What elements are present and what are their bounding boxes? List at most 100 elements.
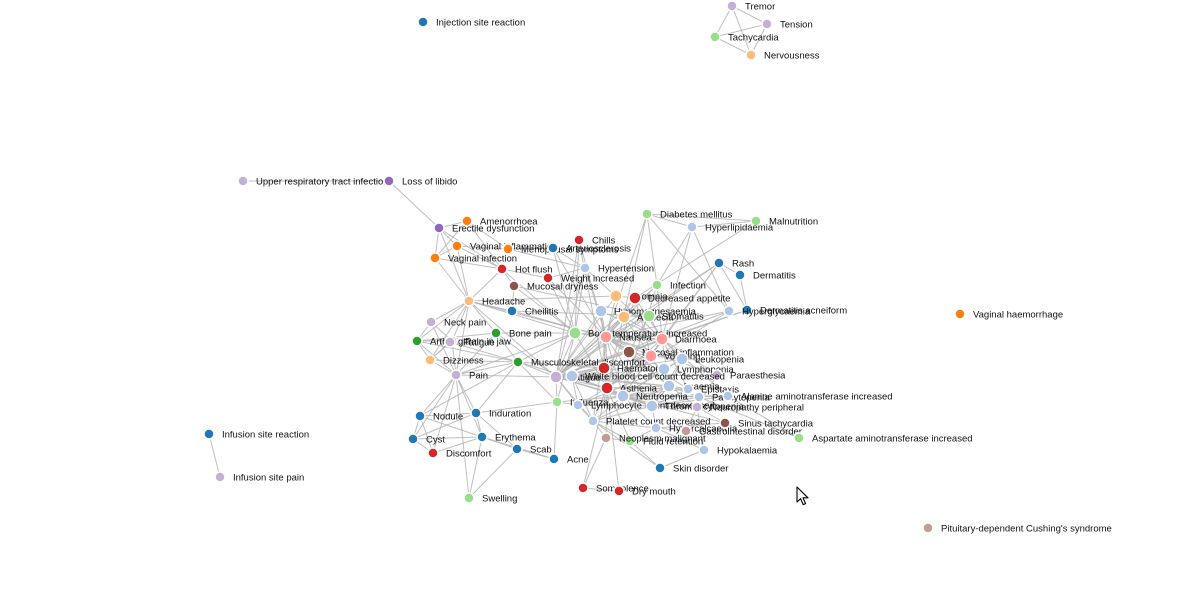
node-vaginal-infection[interactable]: Vaginal infection [429, 252, 517, 265]
node-cyst[interactable]: Cyst [407, 433, 445, 446]
node-circle-stomatitis[interactable] [642, 309, 656, 323]
node-circle-nervousness[interactable] [745, 49, 757, 61]
node-neuropathy-peripheral[interactable]: Neuropathy peripheral [691, 401, 804, 414]
node-circle-neoplasm-malignant[interactable] [600, 432, 612, 444]
node-scab[interactable]: Scab [511, 443, 552, 456]
node-alanine-aminotransferase-increased[interactable]: Alanine aminotransferase increased [722, 390, 893, 403]
node-circle-paraesthesia[interactable] [711, 369, 723, 381]
node-circle-alanine-aminotransferase-increased[interactable] [722, 390, 734, 402]
node-stomatitis[interactable]: Stomatitis [642, 309, 704, 323]
node-circle-menopausal-symptoms[interactable] [502, 243, 514, 255]
node-circle-erectile-dysfunction[interactable] [433, 222, 445, 234]
node-circle-dizziness[interactable] [424, 354, 436, 366]
node-cheilitis[interactable]: Cheilitis [506, 305, 559, 318]
node-amenorrhoea[interactable]: Amenorrhoea [461, 215, 538, 228]
node-circle-lymphocyte-count-decreased[interactable] [572, 399, 584, 411]
node-injection-site-reaction[interactable]: Injection site reaction [417, 16, 525, 29]
node-circle-swelling[interactable] [463, 492, 475, 504]
node-circle-body-temperature-increased[interactable] [568, 326, 582, 340]
node-circle-decreased-appetite[interactable] [628, 291, 642, 305]
node-circle-erythema[interactable] [476, 431, 488, 443]
node-hyperlipidaemia[interactable]: Hyperlipidaemia [686, 221, 774, 234]
node-alopecia[interactable]: Alopecia [617, 310, 674, 324]
node-circle-aspartate-aminotransferase-increased[interactable] [793, 432, 805, 444]
node-circle-tremor[interactable] [726, 0, 738, 12]
node-circle-loss-of-libido[interactable] [383, 175, 395, 187]
node-circle-infusion-site-reaction[interactable] [203, 428, 215, 440]
node-circle-nodule[interactable] [414, 410, 426, 422]
node-circle-asthenia[interactable] [600, 381, 614, 395]
node-circle-somnolence[interactable] [577, 482, 589, 494]
node-mucosal-inflammation[interactable]: Mucosal inflammation [622, 345, 734, 359]
node-neoplasm-malignant[interactable]: Neoplasm malignant [600, 432, 706, 445]
node-infusion-site-pain[interactable]: Infusion site pain [214, 471, 304, 484]
node-musculoskeletal-discomfort[interactable]: Musculoskeletal discomfort [512, 356, 645, 369]
node-hypokalaemia[interactable]: Hypokalaemia [698, 444, 778, 457]
node-decreased-appetite[interactable]: Decreased appetite [628, 291, 730, 305]
node-nodule[interactable]: Nodule [414, 410, 463, 423]
node-circle-dermatitis[interactable] [734, 269, 746, 281]
node-bone-pain[interactable]: Bone pain [490, 327, 552, 340]
node-vomiting[interactable]: Vomiting [644, 349, 700, 363]
node-circle-epistaxis[interactable] [682, 383, 694, 395]
node-erectile-dysfunction[interactable]: Erectile dysfunction [433, 222, 534, 235]
node-circle-leukopenia[interactable] [675, 352, 689, 366]
node-erythema[interactable]: Erythema [476, 431, 536, 444]
node-malnutrition[interactable]: Malnutrition [750, 215, 818, 228]
node-fatigue[interactable]: Fatigue [549, 370, 601, 384]
node-neck-pain[interactable]: Neck pain [425, 316, 486, 329]
node-circle-hyperglycaemia[interactable] [723, 305, 735, 317]
node-neutropenia[interactable]: Neutropenia [616, 389, 688, 403]
node-acne[interactable]: Acne [548, 453, 589, 466]
node-tachycardia[interactable]: Tachycardia [709, 31, 779, 44]
node-vaginal-inflammation[interactable]: Vaginal inflammation [451, 240, 557, 253]
node-circle-arthralgia[interactable] [411, 335, 423, 347]
node-circle-vaginal-haemorrhage[interactable] [954, 308, 966, 320]
node-circle-infection[interactable] [651, 279, 663, 291]
node-swelling[interactable]: Swelling [463, 492, 517, 505]
node-circle-hypomagnesaemia[interactable] [594, 304, 608, 318]
node-circle-acne[interactable] [548, 453, 560, 465]
node-circle-nausea[interactable] [599, 330, 613, 344]
node-tension[interactable]: Tension [761, 18, 813, 31]
node-circle-hypercalcaemia[interactable] [650, 422, 662, 434]
node-leukopenia[interactable]: Leukopenia [675, 352, 745, 366]
node-circle-tension[interactable] [761, 18, 773, 30]
node-nervousness[interactable]: Nervousness [745, 49, 820, 62]
node-circle-dry-mouth[interactable] [613, 485, 625, 497]
node-rash[interactable]: Rash [713, 257, 754, 270]
node-circle-mucosal-dryness[interactable] [508, 280, 520, 292]
node-circle-insomnia[interactable] [609, 289, 623, 303]
node-dermatitis-acneiform[interactable]: Dermatitis acneiform [741, 304, 847, 317]
node-mucosal-dryness[interactable]: Mucosal dryness [508, 280, 599, 293]
node-circle-cyst[interactable] [407, 433, 419, 445]
node-arteriosclerosis[interactable]: Arteriosclerosis [547, 242, 631, 255]
node-circle-skin-disorder[interactable] [654, 462, 666, 474]
node-pituitary-dependent-cushings-syndrome[interactable]: Pituitary-dependent Cushing's syndrome [922, 522, 1112, 535]
node-circle-neck-pain[interactable] [425, 316, 437, 328]
node-circle-injection-site-reaction[interactable] [417, 16, 429, 28]
node-circle-bone-pain[interactable] [490, 327, 502, 339]
node-circle-musculoskeletal-discomfort[interactable] [512, 356, 524, 368]
node-body-temperature-increased[interactable]: Body temperature increased [568, 326, 707, 340]
node-thrombocytopenia[interactable]: Thrombocytopenia [645, 399, 744, 413]
node-hot-flush[interactable]: Hot flush [496, 263, 553, 276]
node-circle-arteriosclerosis[interactable] [547, 242, 559, 254]
node-circle-hyperlipidaemia[interactable] [686, 221, 698, 233]
node-menopausal-symptoms[interactable]: Menopausal symptoms [502, 243, 619, 256]
node-circle-vaginal-inflammation[interactable] [451, 240, 463, 252]
node-circle-weight-increased[interactable] [542, 272, 554, 284]
node-hypertension[interactable]: Hypertension [579, 262, 654, 275]
node-vaginal-haemorrhage[interactable]: Vaginal haemorrhage [954, 308, 1063, 321]
node-nausea[interactable]: Nausea [599, 330, 652, 344]
node-circle-discomfort[interactable] [427, 447, 439, 459]
node-hypomagnesaemia[interactable]: Hypomagnesaemia [594, 304, 697, 318]
node-chills[interactable]: Chills [573, 234, 615, 247]
node-diarrhoea[interactable]: Diarrhoea [655, 332, 717, 346]
node-aspartate-aminotransferase-increased[interactable]: Aspartate aminotransferase increased [793, 432, 973, 445]
node-circle-scab[interactable] [511, 443, 523, 455]
node-circle-hot-flush[interactable] [496, 263, 508, 275]
node-circle-infusion-site-pain[interactable] [214, 471, 226, 483]
node-circle-pain[interactable] [450, 369, 462, 381]
